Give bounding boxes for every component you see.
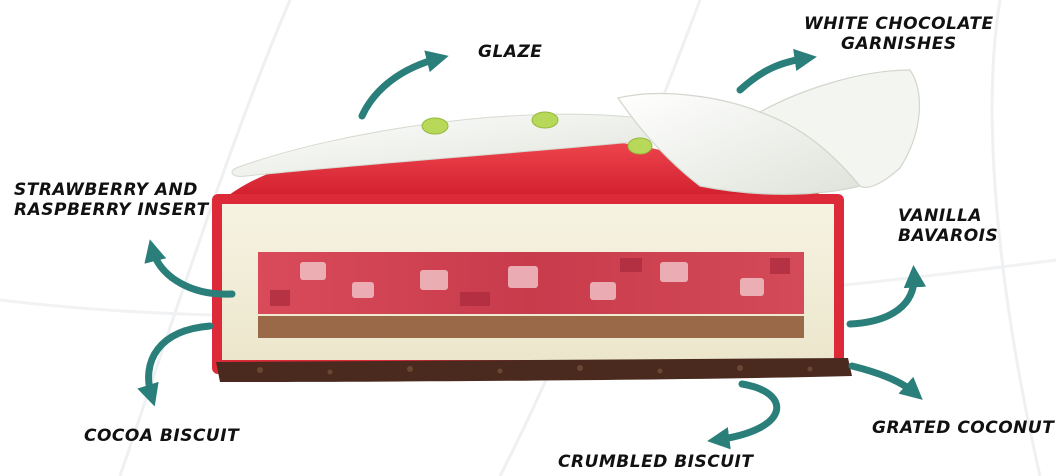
- label-insert: Strawberry and raspberry insert: [14, 180, 209, 220]
- arrow-insert: [152, 248, 232, 294]
- label-insert-line1: Strawberry and: [14, 180, 209, 200]
- label-glaze: glaze: [478, 42, 542, 62]
- label-grated-coconut-text: Grated coconut: [872, 418, 1054, 438]
- label-white-chocolate-line2: garnishes: [804, 34, 994, 54]
- label-glaze-text: glaze: [478, 42, 542, 62]
- label-grated-coconut: Grated coconut: [872, 418, 1054, 438]
- label-cocoa-biscuit-text: Cocoa Biscuit: [84, 426, 239, 446]
- arrow-white-chocolate: [740, 58, 808, 90]
- arrow-grated-coconut: [852, 366, 916, 394]
- arrow-glaze: [362, 58, 440, 116]
- label-white-chocolate: White chocolate garnishes: [804, 14, 994, 54]
- label-cocoa-biscuit: Cocoa Biscuit: [84, 426, 239, 446]
- arrow-cocoa-biscuit: [149, 326, 210, 398]
- label-vanilla-bavarois: Vanilla Bavarois: [898, 206, 998, 246]
- label-crumbled-biscuit-text: Crumbled Biscuit: [558, 452, 753, 472]
- label-insert-line2: raspberry insert: [14, 200, 209, 220]
- label-vanilla-line1: Vanilla: [898, 206, 998, 226]
- label-vanilla-line2: Bavarois: [898, 226, 998, 246]
- arrow-crumbled-biscuit: [716, 384, 777, 440]
- label-white-chocolate-line1: White chocolate: [804, 14, 994, 34]
- label-crumbled-biscuit: Crumbled Biscuit: [558, 452, 753, 472]
- arrow-vanilla-bavarois: [850, 274, 914, 324]
